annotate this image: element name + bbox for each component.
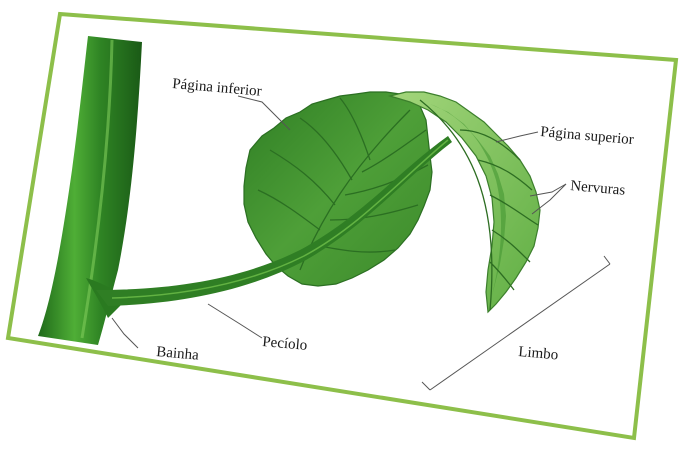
leaf-diagram-svg: Página inferior Página superior Nervuras… [0,0,684,446]
leaf-diagram: Página inferior Página superior Nervuras… [0,0,684,446]
